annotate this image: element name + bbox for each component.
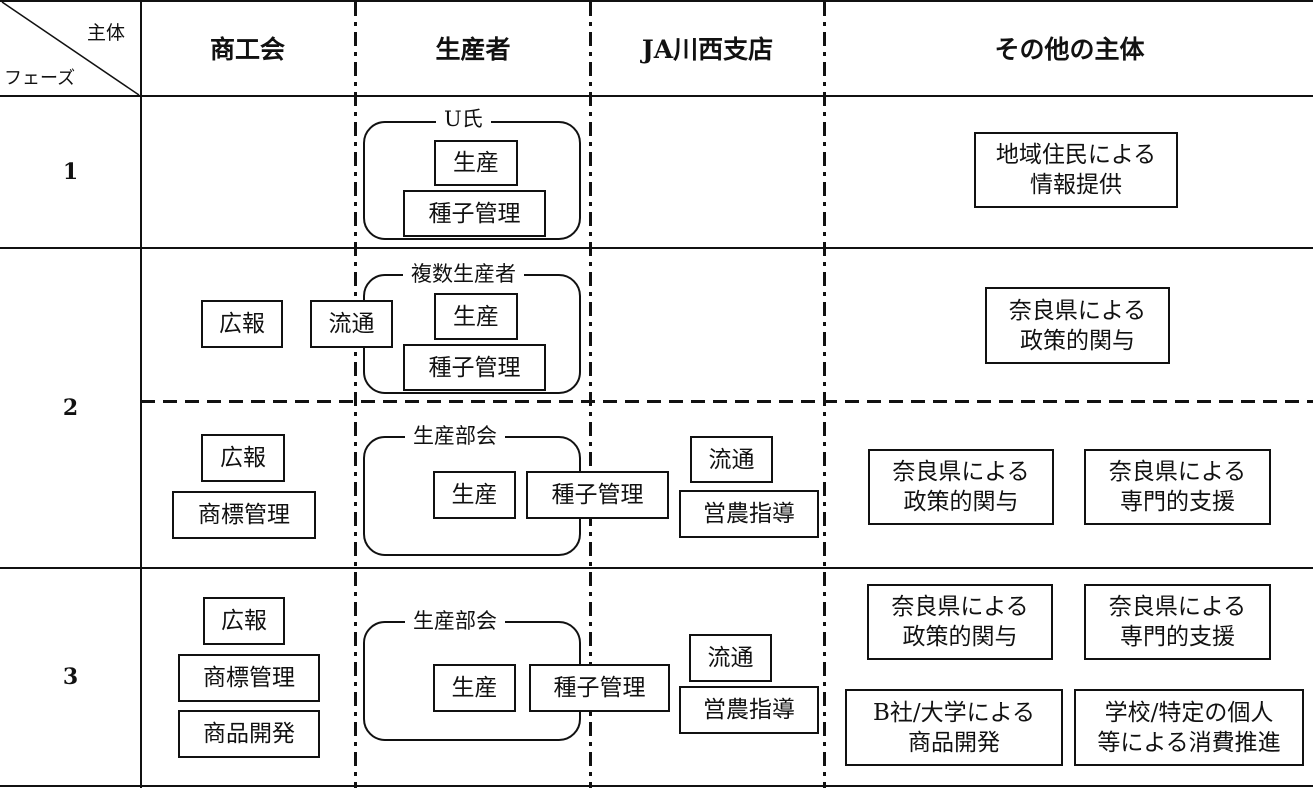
producer-group-label: 生産部会: [405, 424, 505, 448]
header-other-actors: その他の主体: [994, 35, 1145, 64]
node-distribution: 流通: [310, 300, 393, 348]
header-chamber-of-commerce: 商工会: [209, 35, 285, 64]
table-bottom-border: [0, 785, 1313, 787]
node-seed-management: 種子管理: [403, 190, 546, 237]
row2-bottom-border: [0, 567, 1313, 569]
column-divider-1: [354, 2, 357, 788]
node-production: 生産: [433, 664, 516, 712]
phase2-split-dashed-line: [141, 400, 1313, 403]
header-ja-kawanishi: JA川西支店: [641, 35, 774, 64]
node-trademark-management: 商標管理: [178, 654, 320, 702]
phase-label-2: 2: [62, 395, 79, 421]
node-local-residents-info: 地域住民による 情報提供: [974, 132, 1178, 208]
node-product-development: 商品開発: [178, 710, 320, 758]
node-farming-guidance: 営農指導: [679, 490, 819, 538]
node-seed-management: 種子管理: [403, 344, 546, 391]
producer-group-label: 生産部会: [405, 609, 505, 633]
node-production: 生産: [433, 471, 516, 519]
header-bottom-border: [0, 95, 1313, 97]
phase-label-1: 1: [62, 159, 79, 185]
node-nara-policy: 奈良県による 政策的関与: [985, 287, 1170, 364]
node-nara-policy: 奈良県による 政策的関与: [867, 584, 1053, 660]
node-nara-expert-support: 奈良県による 専門的支援: [1084, 449, 1271, 525]
node-nara-policy: 奈良県による 政策的関与: [868, 449, 1054, 525]
phase-label-3: 3: [62, 664, 79, 690]
column-divider-3: [823, 2, 826, 788]
node-company-university-product-dev: B社/大学による 商品開発: [845, 689, 1063, 766]
corner-diagonal-line: [1, 1, 140, 96]
node-trademark-management: 商標管理: [172, 491, 316, 539]
node-distribution: 流通: [689, 634, 772, 682]
column-divider-2: [589, 2, 592, 788]
producer-group-label: 複数生産者: [403, 262, 524, 286]
node-farming-guidance: 営農指導: [679, 686, 819, 734]
header-producers: 生産者: [435, 35, 511, 64]
node-production: 生産: [434, 140, 518, 186]
table-top-border: [0, 0, 1313, 2]
node-seed-management: 種子管理: [529, 664, 670, 712]
node-production: 生産: [434, 293, 518, 340]
corner-cell: 主体 フェーズ: [0, 0, 141, 96]
phase-column-border: [140, 0, 142, 788]
node-school-individual-consumption: 学校/特定の個人 等による消費推進: [1074, 689, 1304, 766]
node-pr: 広報: [201, 434, 285, 482]
node-seed-management: 種子管理: [526, 471, 669, 519]
row1-bottom-border: [0, 247, 1313, 249]
node-nara-expert-support: 奈良県による 専門的支援: [1084, 584, 1271, 660]
corner-label-phase: フェーズ: [4, 68, 76, 89]
producer-group-label: U氏: [436, 107, 491, 131]
node-distribution: 流通: [690, 436, 773, 483]
node-pr: 広報: [201, 300, 283, 348]
corner-label-actor: 主体: [86, 22, 125, 44]
node-pr: 広報: [203, 597, 285, 645]
